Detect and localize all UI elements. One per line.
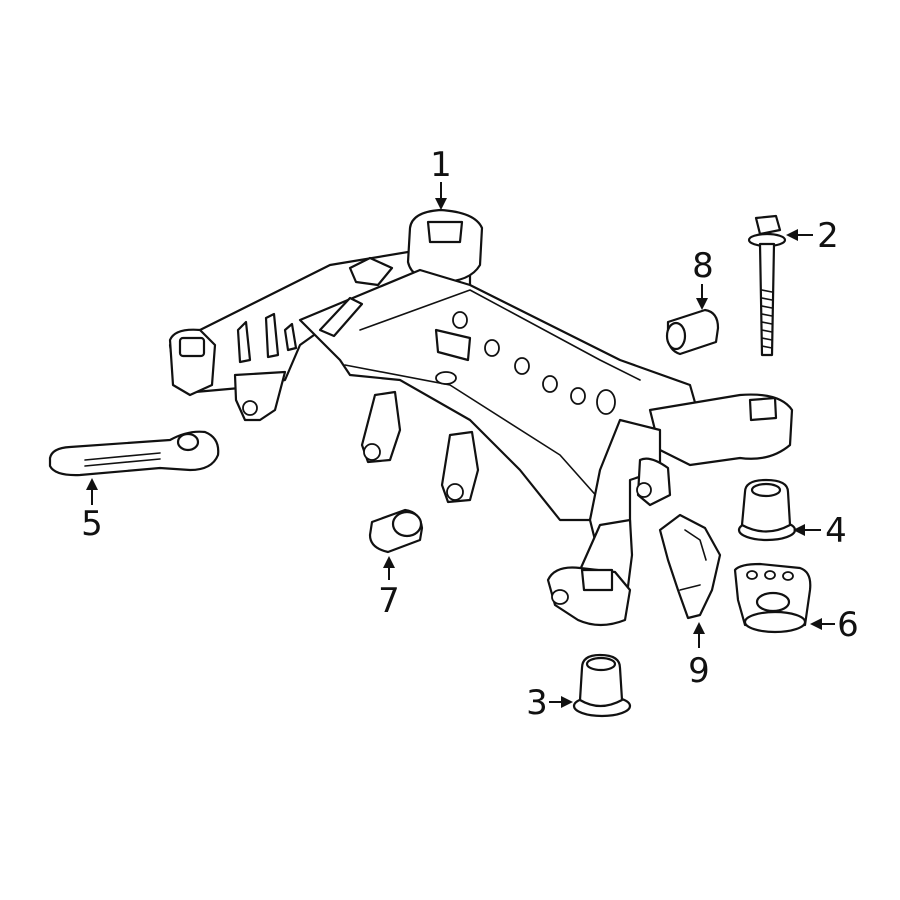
callout-4: 4	[825, 511, 847, 551]
bushing-3[interactable]	[572, 653, 632, 718]
callout-6: 6	[837, 605, 859, 645]
spacer-7[interactable]	[368, 508, 424, 554]
callout-9: 9	[688, 651, 710, 691]
callout-1: 1	[430, 145, 452, 185]
callout-5: 5	[81, 504, 103, 544]
spacer-8[interactable]	[665, 308, 720, 356]
mount-6[interactable]	[733, 562, 812, 634]
subframe[interactable]	[168, 208, 794, 627]
callout-8: 8	[692, 246, 714, 286]
callout-7: 7	[378, 581, 400, 621]
callout-leaders	[86, 182, 835, 708]
bracket-5[interactable]	[48, 430, 220, 477]
bolt[interactable]	[747, 214, 787, 357]
callout-3: 3	[526, 683, 548, 723]
bushing-4[interactable]	[737, 478, 797, 542]
callout-2: 2	[817, 216, 839, 256]
bracket-9[interactable]	[658, 513, 722, 620]
